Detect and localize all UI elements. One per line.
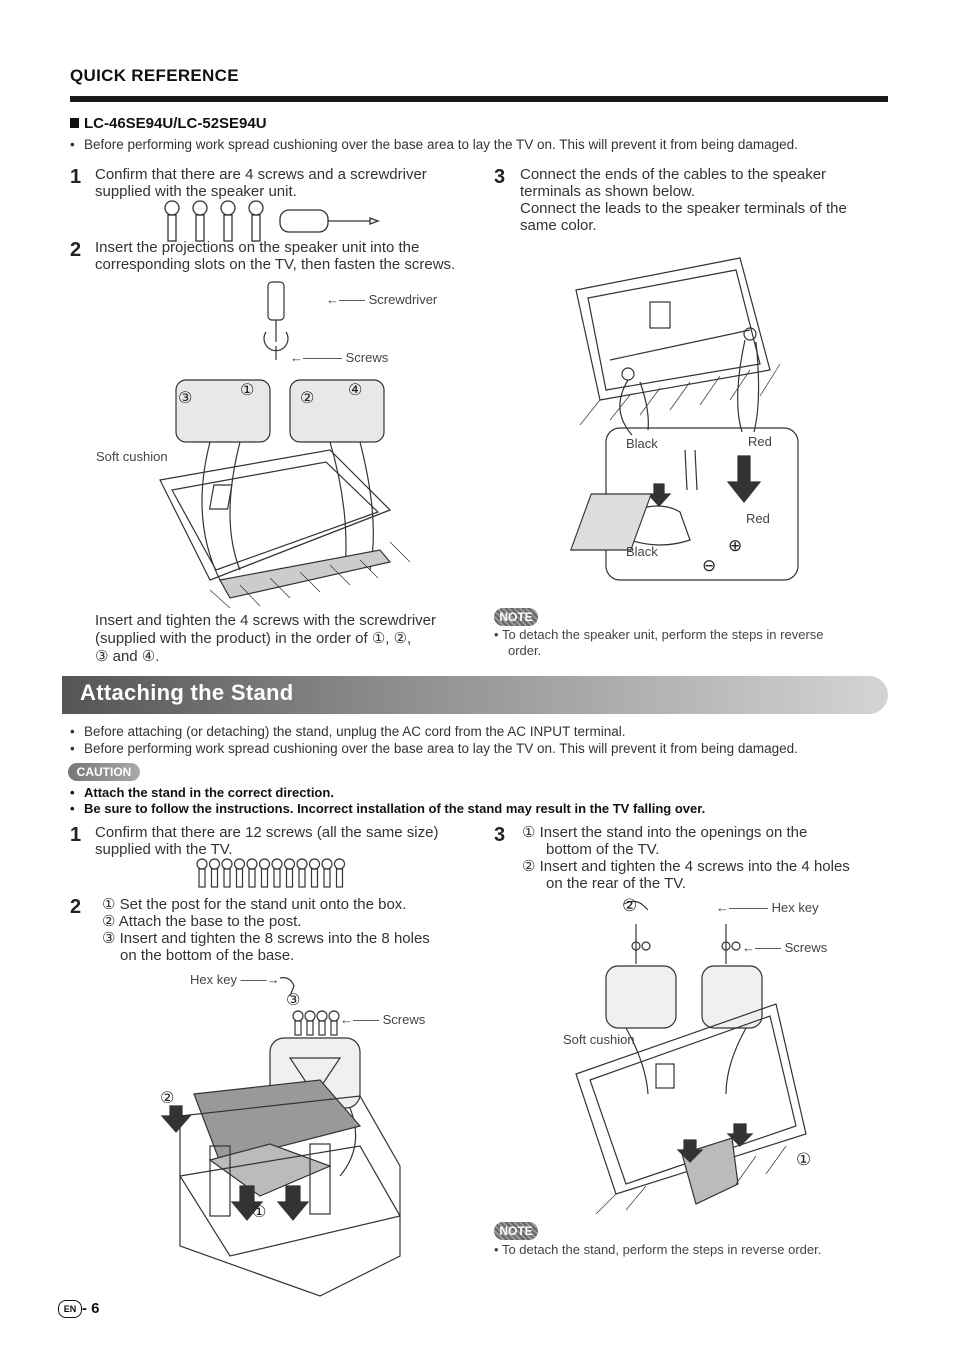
stand-step3-text: ① Insert the stand into the openings on … [522, 824, 850, 892]
speaker-caption: Insert and tighten the 4 screws with the… [95, 612, 436, 665]
label-screws-right: ←—— Screws [742, 940, 828, 955]
speaker-intro-bullet: •Before performing work spread cushionin… [70, 137, 798, 152]
caution-badge: CAUTION [68, 763, 140, 781]
speaker-step1-number: 1 [70, 166, 82, 188]
order-2-tv: ② [622, 896, 638, 916]
speaker-step2-number: 2 [70, 239, 82, 261]
order-3-speaker: ③ [178, 388, 193, 407]
tv-stand-insert-illustration [575, 900, 807, 1214]
caution-2: •Be sure to follow the instructions. Inc… [70, 801, 706, 816]
stand-bullet-2: •Before performing work spread cushionin… [70, 741, 798, 756]
note-badge-speaker: NOTE [494, 608, 538, 626]
order-1-speaker: ① [240, 380, 255, 399]
order-2-speaker: ② [300, 388, 315, 407]
twelve-screws-illustration [196, 858, 346, 888]
screws-screwdriver-illustration [164, 200, 380, 242]
label-hex-key-left: Hex key ——→ [190, 972, 280, 987]
stand-section-title: Attaching the Stand [80, 680, 294, 705]
speaker-step3-number: 3 [494, 166, 506, 188]
order-4-speaker: ④ [348, 380, 363, 399]
speaker-step3-text: Connect the ends of the cables to the sp… [520, 166, 847, 234]
minus-terminal-icon: ⊖ [702, 556, 717, 576]
label-hex-key-right: ←——— Hex key [716, 900, 819, 915]
label-screws: ←——— Screws [290, 350, 389, 365]
section-banner [62, 676, 888, 714]
stand-step3-number: 3 [494, 824, 506, 846]
order-3-stand: ③ [286, 990, 301, 1009]
speaker-step2-text: Insert the projections on the speaker un… [95, 239, 456, 273]
page-number: EN- 6 [58, 1300, 100, 1318]
label-black-top: Black [626, 436, 658, 451]
stand-step2-number: 2 [70, 896, 82, 918]
label-red-bottom: Red [746, 511, 770, 526]
speaker-step1-text: Confirm that there are 4 screws and a sc… [95, 166, 427, 200]
label-screws-left: ←—— Screws [340, 1012, 426, 1027]
label-black-bottom: Black [626, 544, 658, 559]
section-header: QUICK REFERENCE [70, 66, 239, 85]
label-soft-cushion: Soft cushion [96, 449, 168, 464]
stand-step2-text: ① Set the post for the stand unit onto t… [102, 896, 430, 964]
square-bullet-icon [70, 118, 79, 128]
stand-bullet-1: •Before attaching (or detaching) the sta… [70, 724, 626, 739]
order-1-tv: ① [796, 1150, 812, 1170]
language-en-icon: EN [58, 1300, 82, 1318]
stand-step1-number: 1 [70, 824, 82, 846]
note-stand: • To detach the stand, perform the steps… [494, 1242, 822, 1257]
speaker-attach-illustration [159, 281, 411, 609]
stand-base-illustration [160, 977, 401, 1297]
label-screwdriver: ←—— Screwdriver [326, 292, 438, 307]
header-rule [70, 96, 888, 102]
note-badge-stand: NOTE [494, 1222, 538, 1240]
cable-connection-illustration [570, 257, 799, 581]
order-1-stand: ① [252, 1202, 267, 1221]
plus-terminal-icon: ⊕ [728, 536, 743, 556]
stand-step1-text: Confirm that there are 12 screws (all th… [95, 824, 439, 858]
label-soft-cushion-stand: Soft cushion [563, 1032, 635, 1047]
caution-1: •Attach the stand in the correct directi… [70, 785, 334, 800]
order-2-stand: ② [160, 1088, 175, 1107]
model-heading: LC-46SE94U/LC-52SE94U [70, 115, 267, 132]
label-red-top: Red [748, 434, 772, 449]
note-speaker: • To detach the speaker unit, perform th… [494, 627, 824, 658]
